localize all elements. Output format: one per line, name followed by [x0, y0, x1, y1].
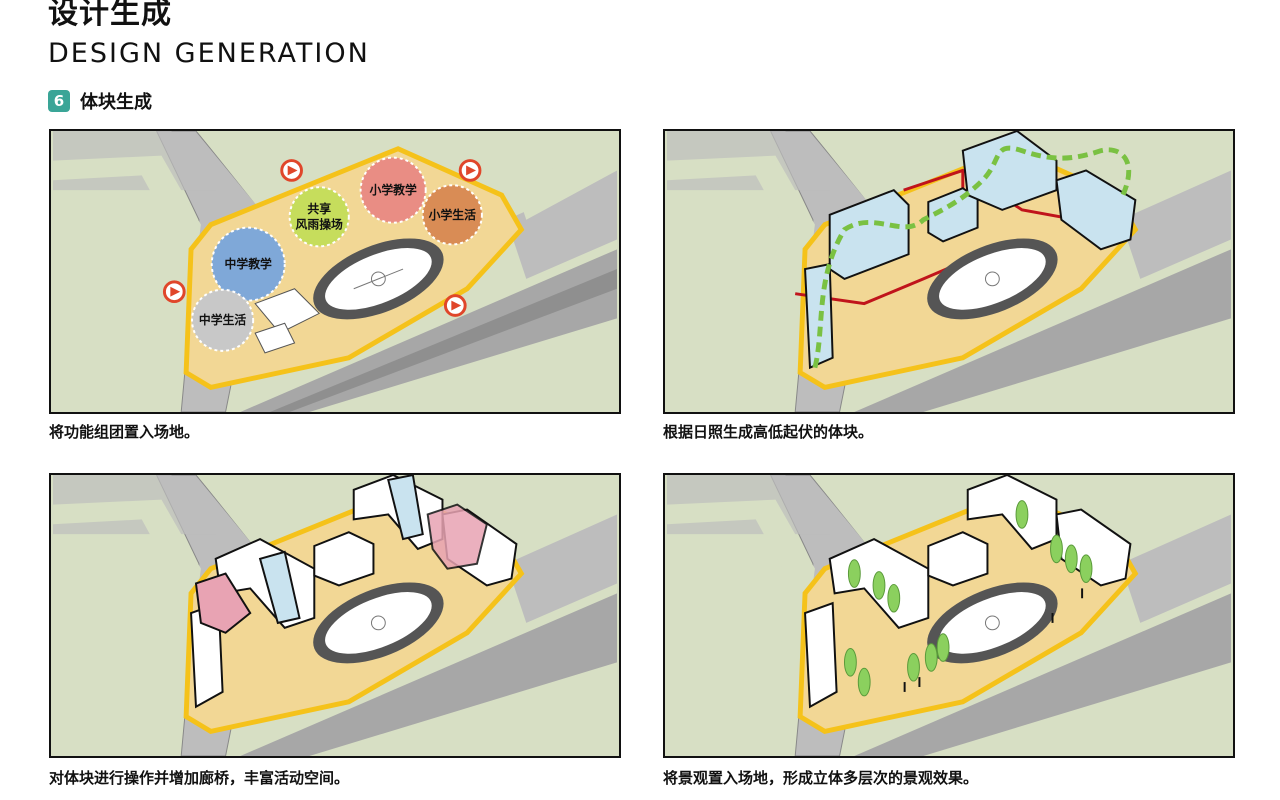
caption-panel-1: 将功能组团置入场地。 [49, 423, 200, 441]
caption-panel-2: 根据日照生成高低起伏的体块。 [663, 423, 874, 441]
zone-primary-living: 小学生活 [421, 184, 483, 246]
svg-text:风雨操场: 风雨操场 [296, 218, 343, 232]
caption-panel-3: 对体块进行操作并增加廊桥，丰富活动空间。 [49, 769, 350, 787]
basketball-court [254, 288, 321, 354]
site-diagram-4 [667, 475, 1231, 756]
page-title-cn: 设计生成 [48, 0, 172, 31]
zone-primary-teaching: 小学教学 [359, 156, 427, 224]
svg-text:中学生活: 中学生活 [199, 313, 246, 327]
svg-text:小学教学: 小学教学 [369, 183, 417, 197]
trees [843, 500, 1093, 697]
svg-text:小学生活: 小学生活 [428, 208, 476, 222]
running-track [313, 582, 444, 664]
svg-text:中学教学: 中学教学 [225, 257, 272, 271]
green-path [812, 145, 1132, 369]
caption-panel-4: 将景观置入场地，形成立体多层次的景观效果。 [663, 769, 979, 787]
entrance-arrow-icon [162, 280, 186, 304]
panel-landscape [663, 473, 1235, 758]
step-number-badge: 6 [48, 90, 70, 112]
zone-middle-living: 中学生活 [191, 288, 255, 352]
panel-bridges [49, 473, 621, 758]
site-diagram-3 [53, 475, 617, 756]
svg-text:共享: 共享 [307, 202, 331, 216]
entrance-arrow-icon [458, 159, 482, 182]
zone-shared-gym: 共享 风雨操场 [288, 186, 350, 248]
entrance-arrow-icon [443, 294, 467, 317]
function-zones: 小学教学 共享 风雨操场 小学生活 中学教学 中学生活 [191, 156, 483, 352]
site-diagram-2 [667, 131, 1231, 412]
entrance-icons [162, 159, 482, 317]
panel-sunlight-massing [663, 129, 1235, 414]
site-diagram-1: 小学教学 共享 风雨操场 小学生活 中学教学 中学生活 [53, 131, 617, 412]
entrance-arrow-icon [280, 159, 303, 182]
page-title-en: DESIGN GENERATION [48, 38, 370, 69]
running-track [313, 238, 444, 320]
zone-middle-teaching: 中学教学 [210, 226, 286, 302]
panel-function-zones: 小学教学 共享 风雨操场 小学生活 中学教学 中学生活 [49, 129, 621, 414]
people-figures [903, 588, 1084, 692]
step-label: 体块生成 [80, 92, 152, 113]
step-heading: 6 体块生成 [48, 88, 152, 114]
running-track [927, 238, 1058, 320]
building-masses [190, 475, 518, 709]
